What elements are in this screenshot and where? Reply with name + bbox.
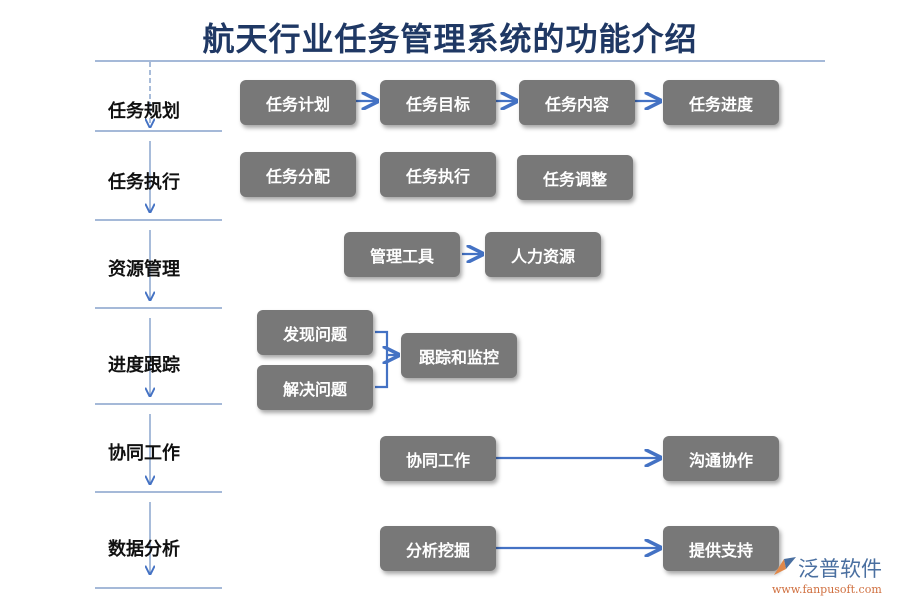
row-label-resource-management: 资源管理 [108, 259, 180, 280]
logo-icon [774, 557, 796, 575]
box-provide-support: 提供支持 [663, 526, 779, 571]
box-analysis-mining: 分析挖掘 [380, 526, 496, 571]
box-task-plan: 任务计划 [240, 80, 356, 125]
box-communication: 沟通协作 [663, 436, 779, 481]
logo-name: 泛普软件 [798, 557, 882, 581]
box-collaboration: 协同工作 [380, 436, 496, 481]
row-label-data-analysis: 数据分析 [108, 539, 180, 560]
box-task-goal: 任务目标 [380, 80, 496, 125]
box-task-content: 任务内容 [519, 80, 635, 125]
box-management-tools: 管理工具 [344, 232, 460, 277]
box-task-execute: 任务执行 [380, 152, 496, 197]
row-label-task-execution: 任务执行 [108, 172, 180, 193]
page-title: 航天行业任务管理系统的功能介绍 [202, 20, 698, 58]
box-human-resources: 人力资源 [485, 232, 601, 277]
fanpusoft-logo: 泛普软件 www.fanpusoft.com [772, 553, 882, 596]
row-label-task-planning: 任务规划 [108, 101, 180, 122]
row-label-progress-tracking: 进度跟踪 [108, 355, 180, 376]
box-task-progress: 任务进度 [663, 80, 779, 125]
box-find-issue: 发现问题 [257, 310, 373, 355]
box-task-adjust: 任务调整 [517, 155, 633, 200]
logo-url: www.fanpusoft.com [772, 583, 882, 596]
box-track-monitor: 跟踪和监控 [401, 333, 517, 378]
row-label-collaboration: 协同工作 [108, 443, 180, 464]
box-task-assign: 任务分配 [240, 152, 356, 197]
box-solve-issue: 解决问题 [257, 365, 373, 410]
